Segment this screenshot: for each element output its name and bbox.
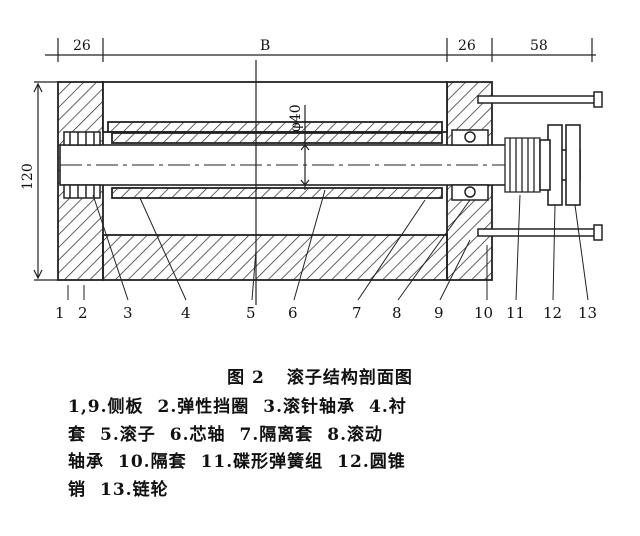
part-number-3: 3 (123, 304, 133, 322)
legend-row-2: 套 5.滚子 6.芯轴 7.隔离套 8.滚动 (68, 422, 568, 450)
dim-58: 58 (530, 38, 548, 54)
legend-item: 5.滚子 (100, 424, 156, 445)
top-dimension-lines (34, 38, 596, 281)
part-number-11: 11 (506, 304, 525, 322)
figure-caption: 图 2 滚子结构剖面图 (0, 363, 640, 388)
legend-item: 销 (68, 479, 86, 500)
legend-item: 1,9.侧板 (68, 397, 144, 417)
part-number-8: 8 (392, 304, 402, 322)
dim-26-left: 26 (73, 38, 91, 54)
part-number-9: 9 (434, 304, 444, 322)
legend-item: 8.滚动 (327, 424, 383, 445)
sprocket (539, 124, 581, 206)
legend-item: 套 (68, 424, 86, 445)
part-number-10: 10 (474, 304, 493, 322)
legend-item: 2.弹性挡圈 (157, 397, 250, 417)
dim-120: 120 (20, 163, 36, 190)
legend-item: 7.隔离套 (239, 424, 314, 445)
dim-26-right: 26 (458, 38, 476, 54)
legend-item: 12.圆锥 (337, 452, 406, 472)
legend-item: 4.衬 (369, 397, 407, 417)
roller-shell-bottom (102, 234, 448, 281)
dimension-120-line (33, 82, 43, 280)
figure-title: 滚子结构剖面图 (286, 368, 413, 388)
part-number-12: 12 (543, 304, 562, 322)
legend-row-3: 轴承 10.隔套 11.碟形弹簧组 12.圆锥 (68, 449, 568, 477)
part-number-13: 13 (578, 304, 597, 322)
bush-bottom (111, 187, 443, 199)
legend-item: 11.碟形弹簧组 (200, 452, 324, 472)
core-shaft (59, 144, 581, 186)
disc-spring-stack (504, 137, 541, 193)
part-number-2: 2 (78, 304, 88, 322)
legend-item: 轴承 (68, 452, 104, 472)
legend-item: 13.链轮 (100, 479, 169, 500)
figure-number: 图 2 (227, 368, 265, 388)
roller-section-drawing: 26 B 26 58 120 φ40 1 2 3 4 5 6 7 8 9 10 … (20, 38, 603, 322)
part-number-5: 5 (246, 304, 256, 322)
legend-item: 6.芯轴 (169, 424, 226, 445)
part-number-1: 1 (55, 304, 65, 322)
legend-row-1: 1,9.侧板 2.弹性挡圈 3.滚针轴承 4.衬 (68, 394, 568, 422)
phi40-leader (255, 60, 310, 305)
legend-row-4: 销 13.链轮 (68, 477, 568, 505)
dim-phi40: φ40 (288, 104, 304, 132)
tie-rods (477, 91, 603, 241)
legend-item: 10.隔套 (118, 452, 187, 472)
part-number-7: 7 (352, 304, 362, 322)
bush-top (111, 132, 443, 144)
part-leaders (67, 189, 589, 301)
parts-legend: 1,9.侧板 2.弹性挡圈 3.滚针轴承 4.衬 套 5.滚子 6.芯轴 7.隔离套 8.滚动… (68, 394, 568, 504)
dim-B: B (260, 38, 270, 54)
needle-bearing-left (63, 131, 101, 199)
legend-item: 3.滚针轴承 (263, 397, 355, 417)
part-number-6: 6 (288, 304, 298, 322)
part-number-4: 4 (181, 304, 191, 322)
